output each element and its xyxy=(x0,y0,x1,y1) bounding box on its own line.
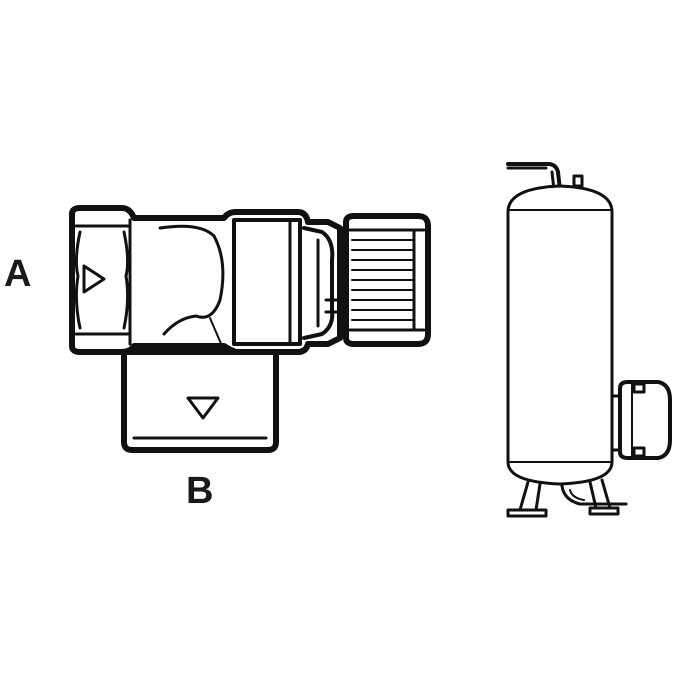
port-a-label: A xyxy=(4,253,32,295)
outlet-port-b xyxy=(121,349,279,453)
valve-main-body xyxy=(69,205,343,355)
tank xyxy=(506,162,672,518)
triangle-right-icon xyxy=(82,264,106,294)
valve-knurled-cap xyxy=(343,213,431,347)
tank-legs xyxy=(506,478,628,518)
port-b-label: B xyxy=(186,470,214,512)
knurl-ridges xyxy=(351,239,413,321)
valve xyxy=(69,205,431,453)
tank-side-pump xyxy=(610,380,672,460)
triangle-down-icon xyxy=(186,396,220,420)
